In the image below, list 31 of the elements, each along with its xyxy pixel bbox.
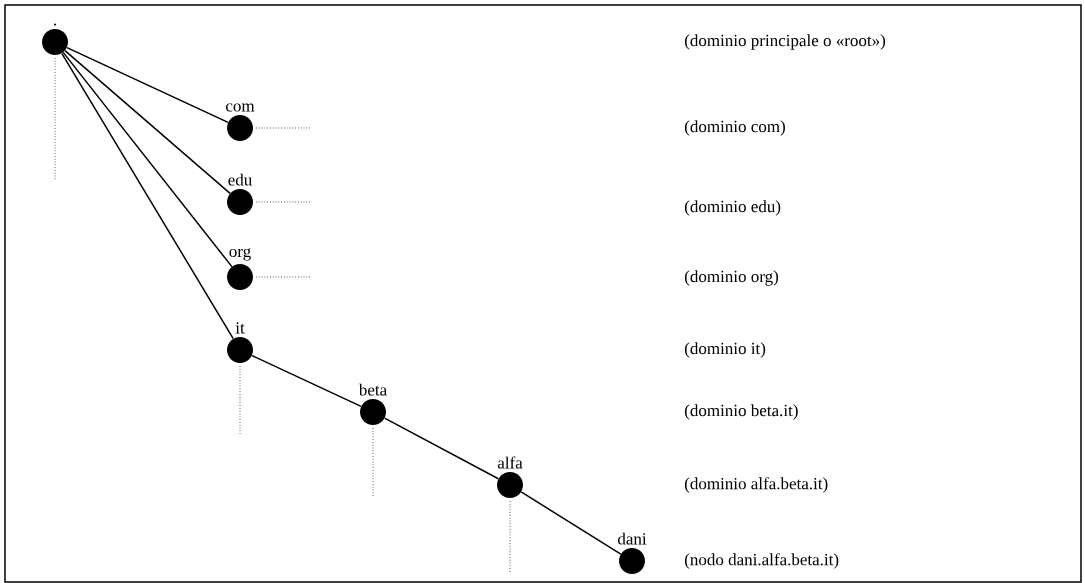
- node-label: alfa: [497, 456, 523, 469]
- description-label: (dominio it): [684, 342, 766, 358]
- tree-node: it: [227, 322, 253, 363]
- tree-node: beta: [358, 383, 387, 425]
- description-label: (dominio beta.it): [684, 404, 798, 420]
- node-label: beta: [358, 383, 387, 396]
- tree-line: [64, 49, 231, 195]
- node-label: .: [54, 23, 57, 26]
- node-label: dani: [617, 532, 647, 545]
- node-label: it: [235, 322, 245, 334]
- tree-line: [62, 51, 233, 268]
- tree-line: [61, 52, 234, 340]
- description-label: (dominio alfa.beta.it): [684, 477, 828, 493]
- tree-line: [251, 354, 362, 408]
- tree-node: alfa: [497, 456, 523, 498]
- description-label: (dominio org): [684, 270, 779, 286]
- tree-node: org: [227, 248, 253, 290]
- node-label: org: [229, 248, 251, 261]
- description-label: (dominio principale o «root»): [684, 34, 886, 50]
- tree-line: [66, 46, 229, 124]
- description-label: (dominio com): [684, 120, 785, 136]
- node-label: edu: [228, 173, 252, 186]
- tree-node: edu: [227, 173, 253, 215]
- tree-line: [383, 417, 500, 480]
- tree-node: .: [42, 23, 68, 55]
- description-label: (nodo dani.alfa.beta.it): [684, 553, 839, 569]
- description-label: (dominio edu): [684, 200, 781, 216]
- node-label: com: [226, 103, 255, 112]
- tree-node: com: [226, 103, 255, 141]
- tree-line: [520, 491, 622, 555]
- tree-node: dani: [618, 532, 647, 574]
